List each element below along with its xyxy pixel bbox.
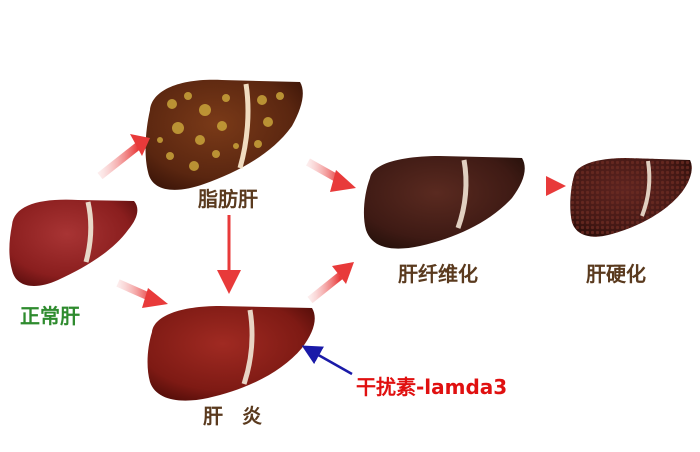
arrow-fatty-to-fibrosis [306,158,356,192]
arrow-normal-to-hepatitis [116,279,168,308]
arrow-normal-to-fatty [97,134,150,180]
label-fatty-liver: 脂肪肝 [198,187,258,211]
label-normal-liver: 正常肝 [20,304,80,328]
normal-liver [9,199,138,286]
hepatitis-liver [147,306,315,401]
label-fibrosis: 肝纤维化 [398,262,478,286]
label-cirrhosis: 肝硬化 [586,262,646,286]
fatty-liver [145,79,303,190]
arrow-hepatitis-to-fibrosis [307,262,354,304]
arrow-fibrosis-to-cirrhosis [520,176,566,196]
cirrhosis-liver [570,158,692,237]
label-hepatitis: 肝 炎 [203,404,268,428]
fat-deposits [157,92,284,171]
label-interferon-lambda3: 干扰素-lamda3 [356,375,508,399]
arrow-interferon-to-hepatitis [301,345,353,376]
fibrosis-liver [363,156,525,249]
